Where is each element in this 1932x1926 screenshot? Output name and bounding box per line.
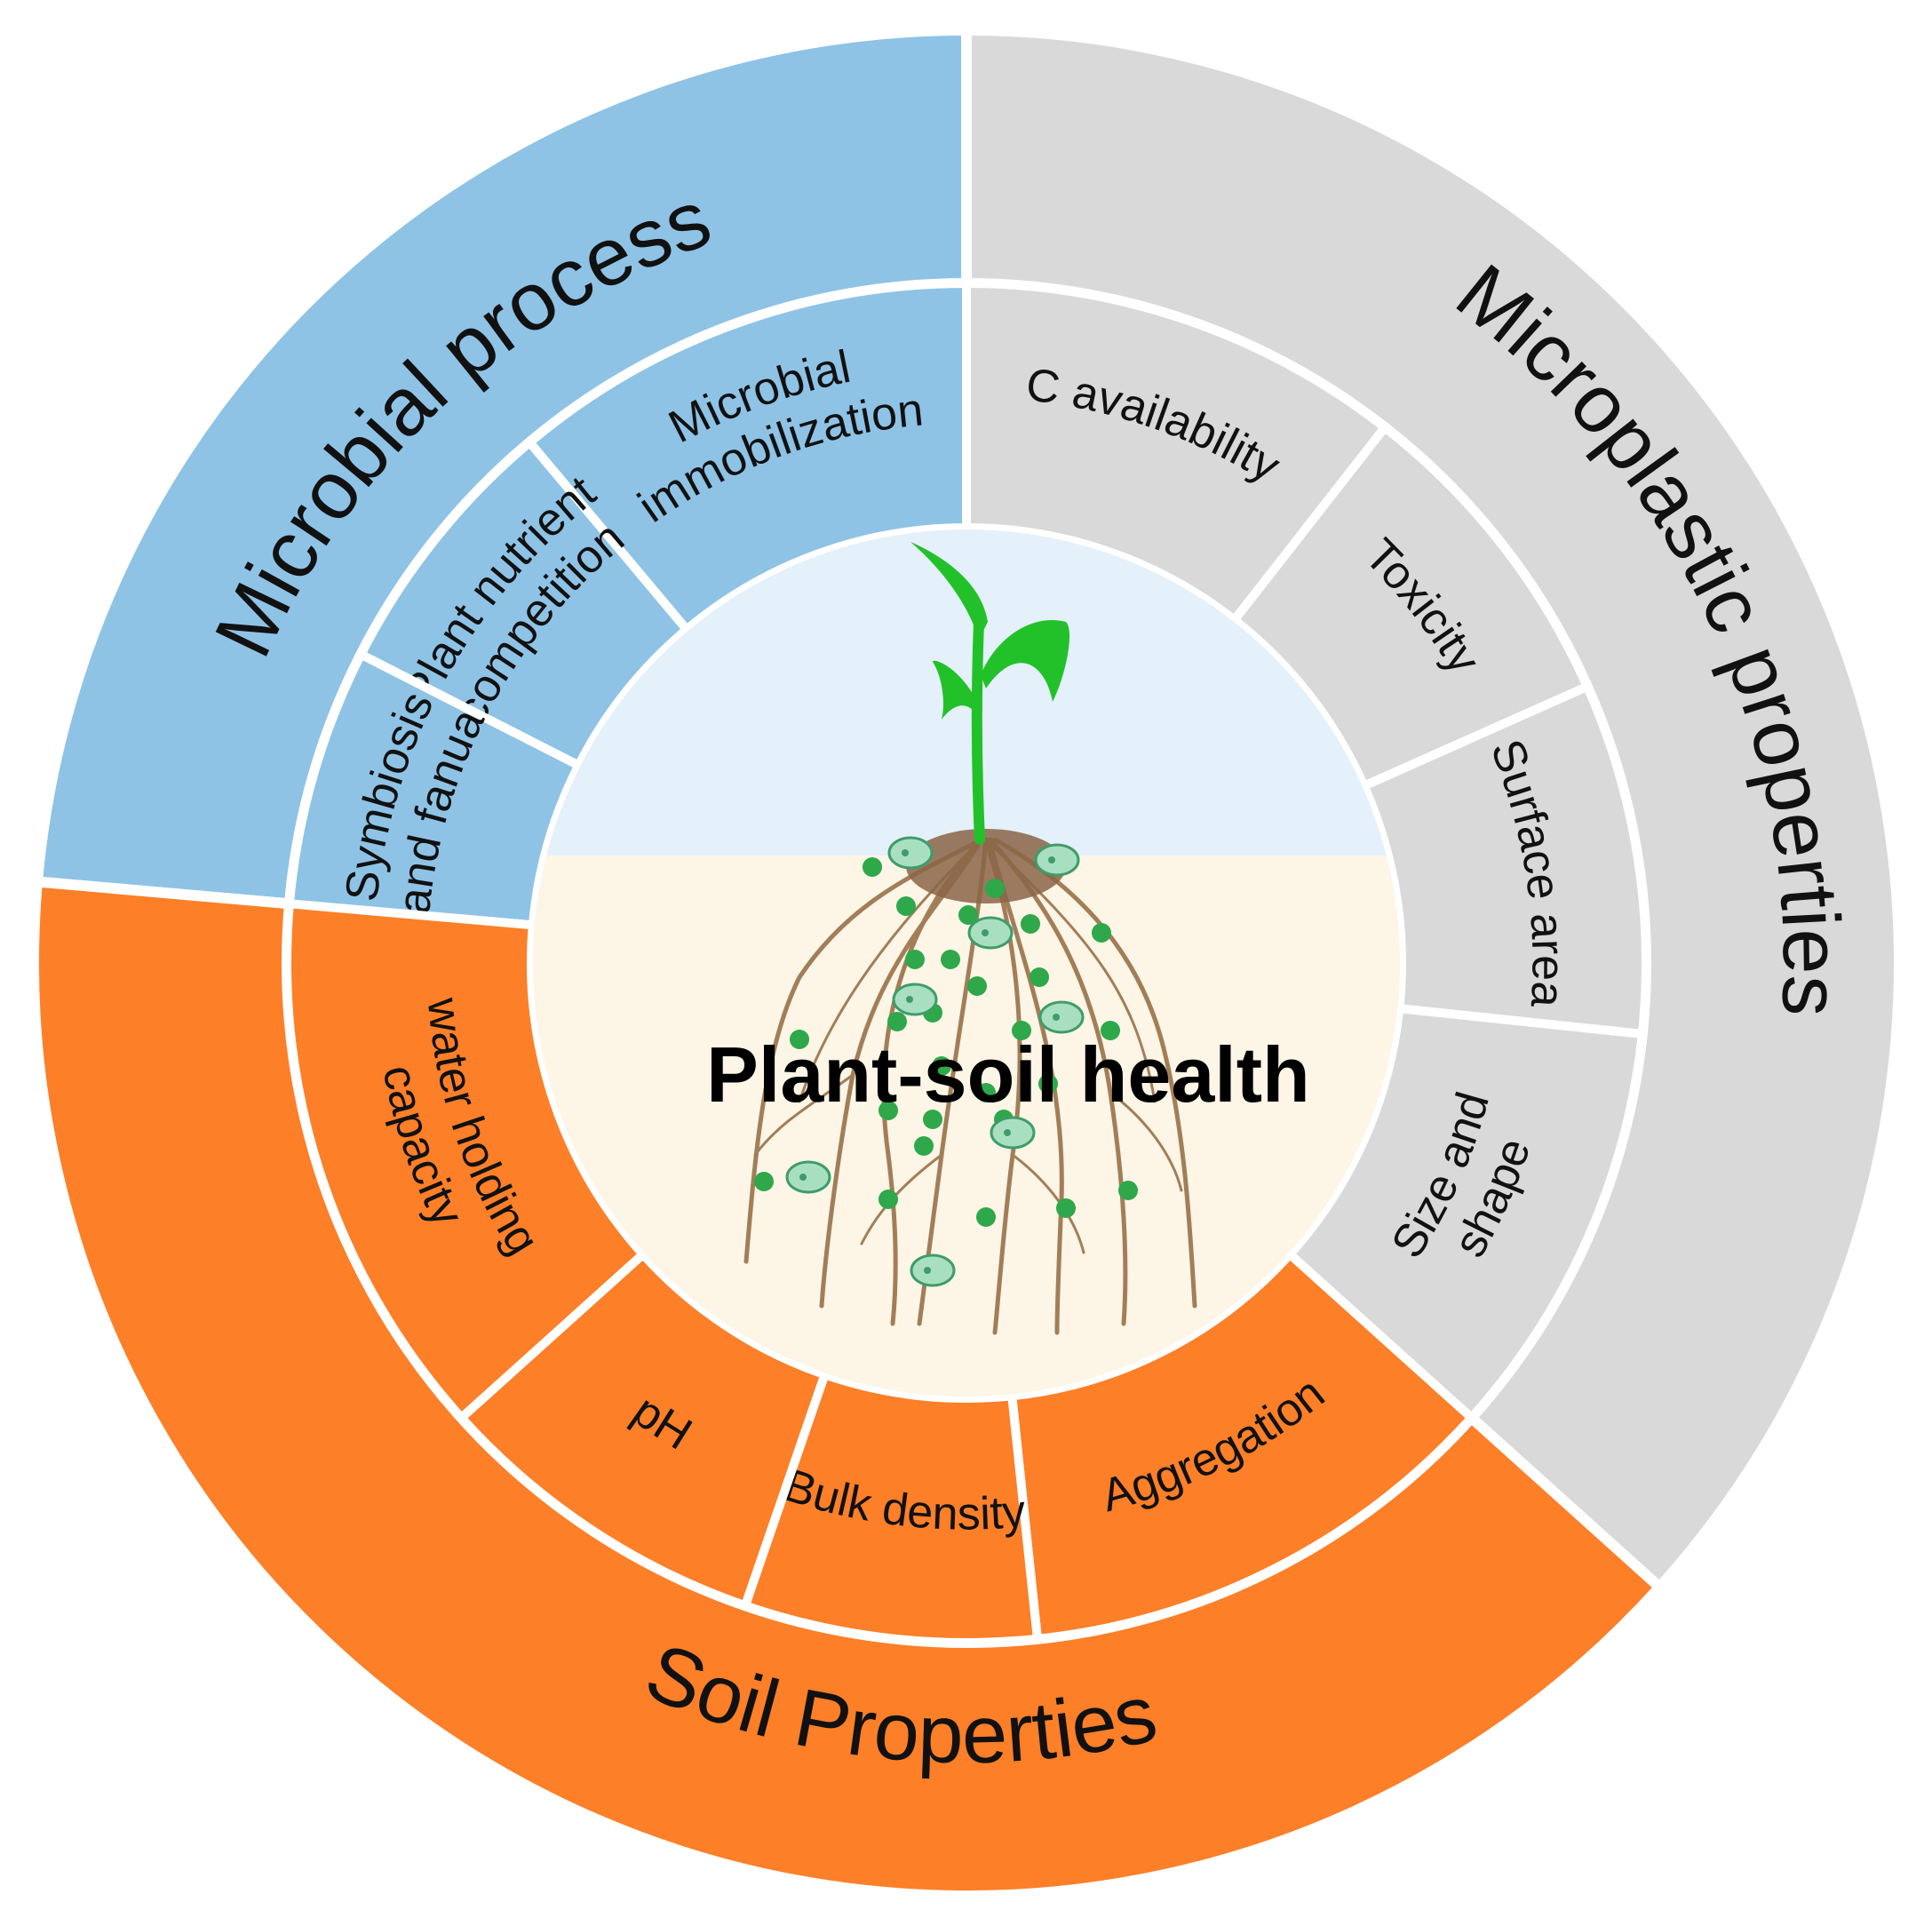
microplastic-particle [1021, 914, 1040, 934]
microbe-nucleus [1048, 856, 1055, 864]
root-strand [988, 841, 1064, 1335]
root-crown [906, 829, 1066, 903]
microplastic-particle [976, 1207, 996, 1227]
microplastic-particle [879, 1101, 898, 1120]
microplastic-particle [1056, 1198, 1076, 1218]
microplastic-particle [1012, 1021, 1031, 1040]
plant-seedling-icon [910, 542, 1070, 845]
microbe-nucleus [924, 1267, 931, 1274]
microplastic-particle [932, 1056, 951, 1076]
microplastic-particle [754, 1172, 774, 1191]
microplastic-particle [923, 1110, 942, 1129]
microplastic-particle [967, 976, 987, 996]
plant-stem [971, 617, 985, 845]
microplastic-particle [976, 1083, 996, 1102]
microbe-cell-icon [785, 1160, 831, 1194]
microbe-cell-icon [892, 983, 938, 1016]
soil-microbes [754, 836, 1138, 1287]
microplastic-particle [1101, 1021, 1120, 1040]
root-strand [992, 837, 1197, 1309]
microbe-nucleus [982, 929, 989, 936]
microplastic-particle [914, 1136, 934, 1156]
center-title: Plant-soil health [706, 1031, 1310, 1118]
microplastic-particle [958, 905, 978, 925]
microplastic-particle [1092, 923, 1111, 943]
microplastic-particle [896, 896, 916, 916]
plant-leaf [910, 542, 988, 640]
microplastic-particle [790, 1030, 809, 1049]
microplastic-particle [1038, 1074, 1058, 1094]
plant-leaf [933, 660, 977, 720]
microbe-cell-icon [887, 836, 934, 870]
microbe-cell-icon [990, 1116, 1036, 1150]
microbe-cell-icon [967, 916, 1014, 950]
microplastic-particle [985, 879, 1005, 898]
microbe-cell-icon [1034, 843, 1080, 877]
microbe-nucleus [1053, 1014, 1060, 1021]
root-strand [1109, 1091, 1183, 1192]
microbe-cell-icon [910, 1253, 956, 1287]
microplastic-particle [863, 857, 882, 877]
microbe-nucleus [1004, 1129, 1011, 1136]
root-strand [1011, 1153, 1085, 1254]
microplastic-particle [1030, 967, 1049, 987]
microplastic-particle [1118, 1181, 1138, 1200]
microbe-nucleus [906, 996, 913, 1003]
root-strand [753, 1073, 855, 1157]
microplastic-particle [887, 1012, 907, 1031]
microplastic-particle [941, 950, 960, 969]
microbe-nucleus [902, 849, 909, 856]
microplastic-particle [879, 1190, 898, 1209]
plant-leaf [981, 620, 1070, 702]
microbe-cell-icon [1038, 1000, 1085, 1034]
microbe-nucleus [799, 1174, 807, 1181]
microplastic-particle [905, 950, 925, 969]
